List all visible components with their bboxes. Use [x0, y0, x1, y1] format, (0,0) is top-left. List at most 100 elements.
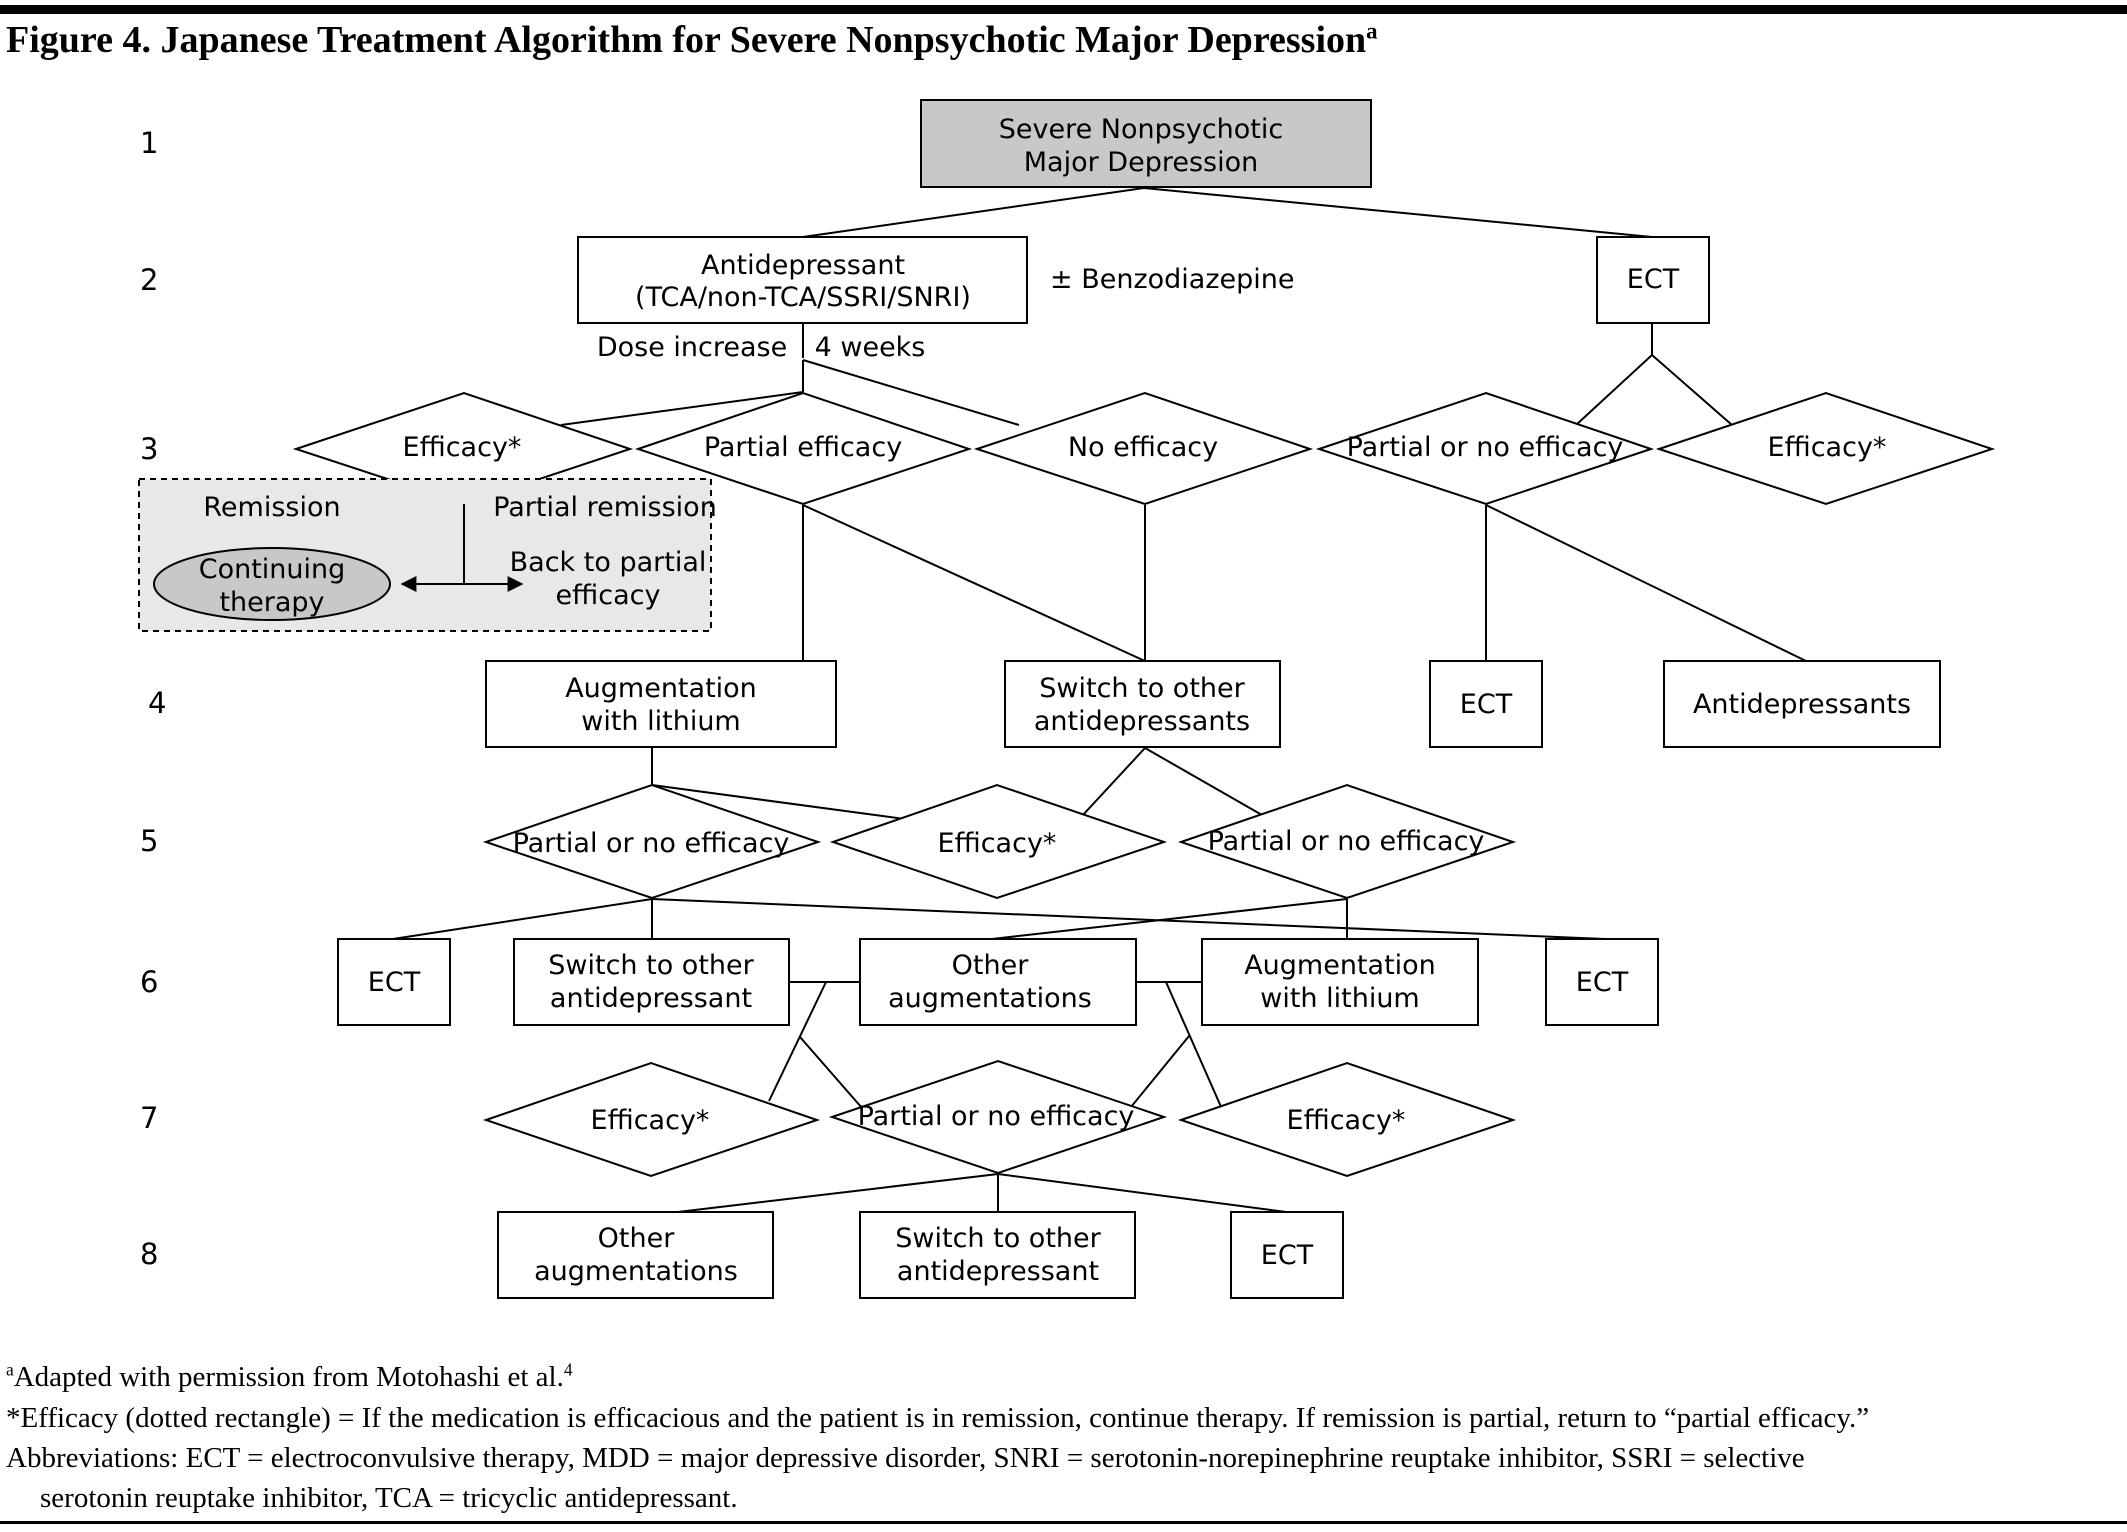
switch-label-line1: Switch to other [895, 1223, 1101, 1254]
back-to-partial-label-line1: Back to partial [510, 547, 707, 578]
connector [799, 1036, 863, 1109]
start-label-line1: Severe Nonpsychotic [999, 114, 1283, 145]
ect-label: ECT [1627, 264, 1680, 295]
ect-box [1596, 236, 1710, 324]
box [513, 938, 790, 1026]
switch-label-line1: Switch to other [548, 950, 754, 981]
connector [1165, 981, 1223, 1110]
ect-label: ECT [1261, 1240, 1314, 1271]
footnote-abbreviations: Abbreviations: ECT = electroconvulsive t… [6, 1442, 1805, 1474]
box [1663, 660, 1941, 748]
node-efficacy-row3-right: Efficacy* [1655, 391, 1996, 506]
node-no-efficacy-row3: No efficacy [973, 391, 1314, 506]
efficacy-label: Efficacy* [1768, 432, 1887, 463]
connector [802, 504, 1146, 662]
back-to-partial-label-line2: efficacy [556, 580, 661, 611]
node-partial-efficacy-row3: Partial efficacy [634, 391, 973, 506]
diamond [1315, 391, 1655, 506]
node-efficacy-row5: Efficacy* [829, 783, 1168, 900]
row-number-8: 8 [140, 1237, 158, 1271]
node-partial-or-no-row5-right: Partial or no efficacy [1177, 783, 1517, 900]
footnote-adapted-text: Adapted with permission from Motohashi e… [13, 1361, 564, 1393]
box [485, 660, 837, 748]
box [1545, 938, 1659, 1026]
box [1201, 938, 1479, 1026]
partial-or-no-efficacy-label: Partial or no efficacy [858, 1101, 1135, 1132]
diamond [482, 1061, 821, 1178]
connector [1651, 354, 1733, 426]
box [859, 1211, 1136, 1299]
connector [651, 784, 913, 821]
diamond [1655, 391, 1996, 506]
diamond [829, 783, 1168, 900]
efficacy-label: Efficacy* [403, 432, 522, 463]
diamond [482, 783, 822, 900]
bottom-rule [0, 1521, 2127, 1524]
connector [1575, 354, 1653, 426]
start-box [920, 99, 1372, 188]
connector [1081, 747, 1146, 817]
connectors [392, 187, 1807, 1213]
node-partial-or-no-row7: Partial or no efficacy [828, 1059, 1168, 1175]
node-augmentation-row6: Augmentation with lithium [1201, 938, 1479, 1026]
row-number-5: 5 [140, 824, 158, 858]
continuing-therapy-label-line1: Continuing [199, 554, 346, 585]
connector [802, 187, 1145, 238]
row-number-4: 4 [148, 686, 166, 720]
augmentation-label-line1: Augmentation [565, 673, 757, 704]
ect-label: ECT [1576, 967, 1629, 998]
benzodiazepine-label: ± Benzodiazepine [1050, 264, 1294, 295]
other-augmentations-label-line2: augmentations [534, 1256, 738, 1287]
partial-remission-label: Partial remission [493, 492, 717, 523]
footnote-adapted: aAdapted with permission from Motohashi … [6, 1361, 573, 1393]
partial-or-no-efficacy-label: Partial or no efficacy [1208, 826, 1485, 857]
other-augmentations-label-line2: augmentations [888, 983, 1092, 1014]
diamond [828, 1059, 1168, 1175]
efficacy-label: Efficacy* [591, 1105, 710, 1136]
connector [1130, 1035, 1190, 1108]
switch-label-line2: antidepressant [897, 1256, 1099, 1287]
node-ect-row6-right: ECT [1545, 938, 1659, 1026]
connector [1144, 747, 1263, 816]
antidepressants-label: Antidepressants [1693, 689, 1911, 720]
node-antidepressant: Antidepressant (TCA/non-TCA/SSRI/SNRI) [577, 236, 1028, 324]
four-weeks-label: 4 weeks [815, 332, 926, 363]
connector [991, 898, 1348, 940]
node-antidepressants-row4: Antidepressants [1663, 660, 1941, 748]
diamond [634, 391, 973, 506]
partial-or-no-efficacy-label: Partial or no efficacy [513, 828, 790, 859]
continuing-therapy-ellipse [153, 547, 391, 621]
node-efficacy-row7-left: Efficacy* [482, 1061, 821, 1178]
node-partial-or-no-row5-left: Partial or no efficacy [482, 783, 822, 900]
box [1429, 660, 1543, 748]
augmentation-label-line2: with lithium [581, 706, 740, 737]
node-ect-row4: ECT [1429, 660, 1543, 748]
connector [651, 898, 1606, 940]
efficacy-label: Efficacy* [1287, 1105, 1406, 1136]
node-switch-row6: Switch to other antidepressant [513, 938, 790, 1026]
connector [677, 1173, 999, 1213]
augmentation-label-line2: with lithium [1260, 983, 1419, 1014]
footnote-reference: 4 [563, 1359, 573, 1380]
remission-label: Remission [203, 492, 340, 523]
node-ect-row8: ECT [1230, 1211, 1344, 1299]
node-other-augmentations-row6: Other augmentations [859, 938, 1137, 1026]
no-efficacy-label: No efficacy [1068, 432, 1218, 463]
connector [560, 391, 804, 426]
box [337, 938, 451, 1026]
row-number-7: 7 [140, 1101, 158, 1135]
antidepressant-label-line1: Antidepressant [701, 250, 905, 281]
node-start: Severe Nonpsychotic Major Depression [920, 99, 1372, 188]
switch-label-line1: Switch to other [1039, 673, 1245, 704]
connector [392, 898, 653, 940]
continuing-therapy-label-line2: therapy [219, 587, 324, 618]
node-efficacy-row7-right: Efficacy* [1177, 1061, 1517, 1178]
connector [802, 359, 1020, 426]
efficacy-label: Efficacy* [938, 828, 1057, 859]
connector [1485, 504, 1807, 662]
row-number-2: 2 [140, 263, 158, 297]
node-efficacy-row3: Efficacy* [292, 391, 634, 506]
node-ect-row2: ECT [1596, 236, 1710, 324]
footnote-marker: a [6, 1359, 14, 1380]
